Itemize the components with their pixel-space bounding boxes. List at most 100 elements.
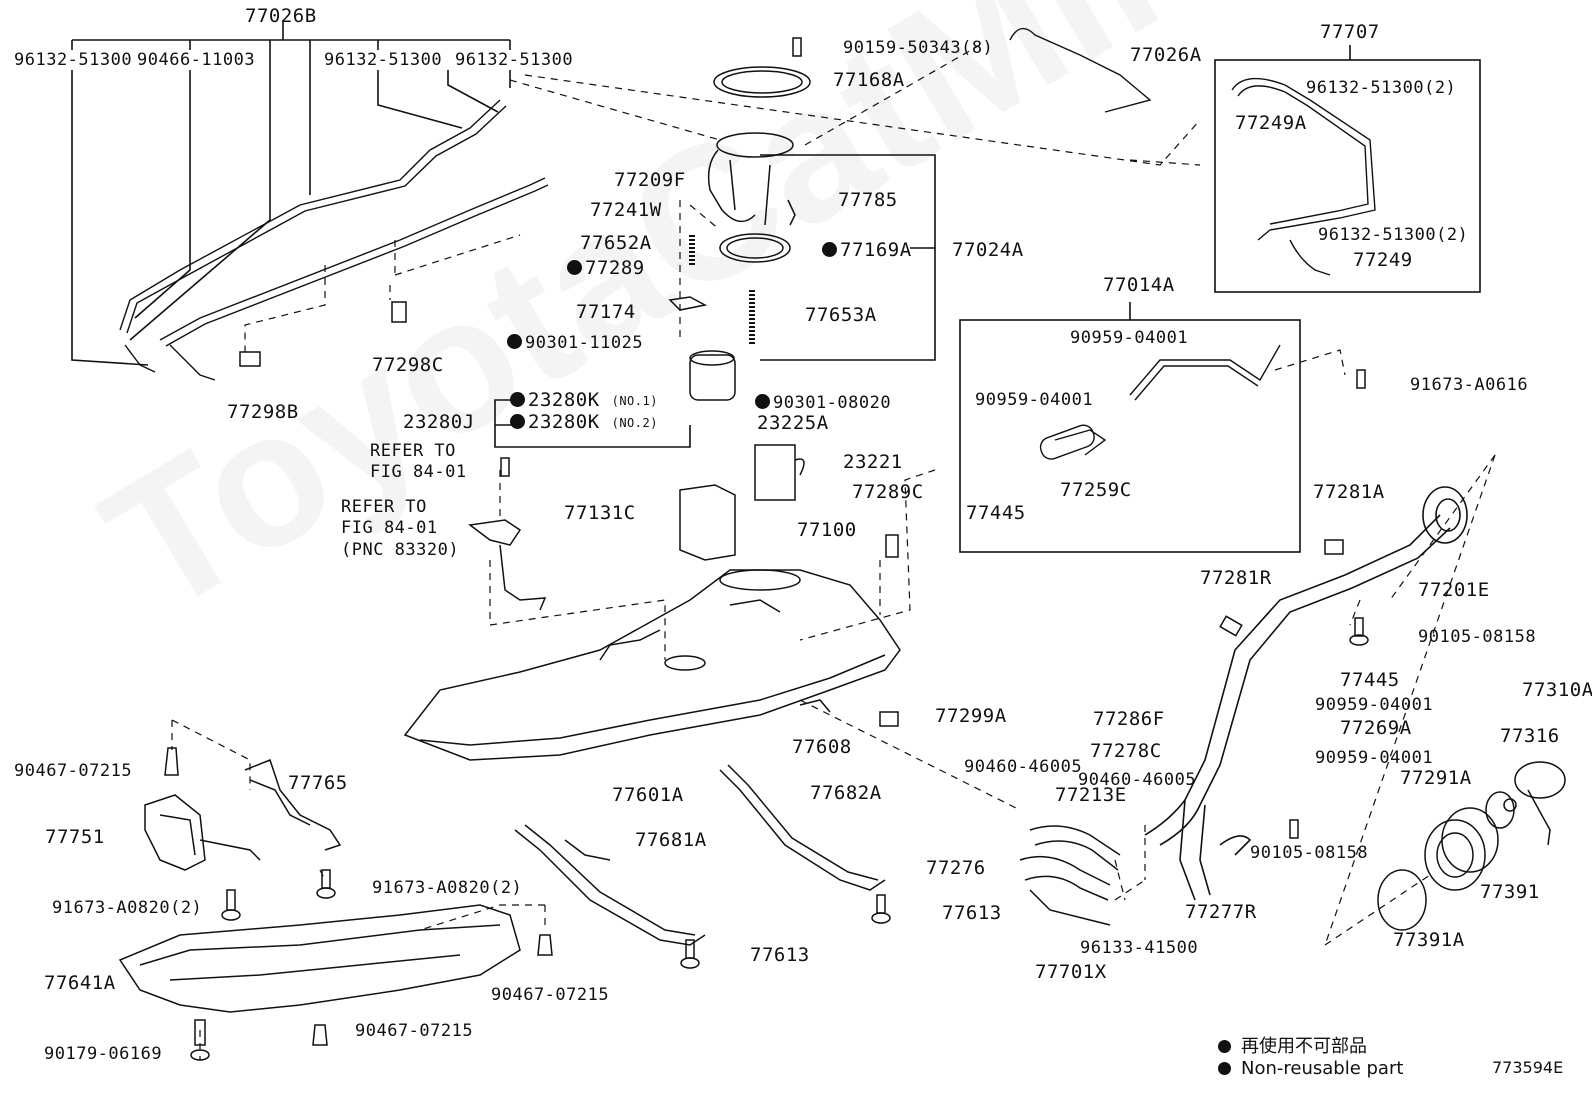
label-refer-to: REFER TO bbox=[370, 441, 456, 461]
label-91673-a0820-2: 91673-A0820(2) bbox=[372, 878, 523, 898]
figure-id: 773594E bbox=[1492, 1058, 1564, 1077]
label-90301-11025: 90301-11025 bbox=[507, 333, 643, 353]
label-77601a: 77601A bbox=[612, 784, 684, 806]
label-77701x: 77701X bbox=[1035, 961, 1107, 983]
label-77641a: 77641A bbox=[44, 972, 116, 994]
non-reusable-dot bbox=[510, 414, 525, 429]
non-reusable-dot bbox=[1218, 1062, 1231, 1075]
fuel-line-left bbox=[119, 99, 549, 381]
label-23221: 23221 bbox=[843, 451, 903, 473]
label-77026b: 77026B bbox=[245, 5, 317, 27]
label-91673-a0616: 91673-A0616 bbox=[1410, 375, 1529, 395]
non-reusable-dot bbox=[510, 392, 525, 407]
box-77707 bbox=[1214, 59, 1481, 293]
label-77213e: 77213E bbox=[1055, 784, 1127, 806]
label-77209f: 77209F bbox=[614, 169, 686, 191]
label-77310a: 77310A bbox=[1522, 679, 1592, 701]
label-90466-11003: 90466-11003 bbox=[137, 50, 256, 70]
label-90179-06169: 90179-06169 bbox=[44, 1044, 163, 1064]
label-23280k-no1: 23280K (NO.1) bbox=[510, 390, 658, 411]
label-77269a: 77269A bbox=[1340, 717, 1412, 739]
label-90460-46005: 90460-46005 bbox=[1078, 770, 1197, 790]
hose-group bbox=[1019, 825, 1121, 926]
label-77298c: 77298C bbox=[372, 354, 444, 376]
label-77391a: 77391A bbox=[1393, 929, 1465, 951]
label-90105-08158: 90105-08158 bbox=[1418, 627, 1537, 647]
label-77291a: 77291A bbox=[1400, 767, 1472, 789]
hose-77707 bbox=[1231, 77, 1376, 276]
label-23280k-no2: 23280K (NO.2) bbox=[510, 412, 658, 433]
label-77608: 77608 bbox=[792, 736, 852, 758]
label-23225a: 23225A bbox=[757, 412, 829, 434]
label-fig-84-01: FIG 84-01 bbox=[370, 462, 467, 482]
non-reusable-dot bbox=[1218, 1040, 1231, 1053]
label-77169a: 77169A bbox=[822, 240, 912, 260]
legend-en: Non-reusable part bbox=[1218, 1058, 1403, 1079]
label-90959-04001: 90959-04001 bbox=[1315, 695, 1434, 715]
label-77785: 77785 bbox=[838, 189, 898, 211]
brackets-left bbox=[144, 759, 342, 871]
label-96133-41500: 96133-41500 bbox=[1080, 938, 1199, 958]
label-96132-51300-2: 96132-51300(2) bbox=[1306, 78, 1457, 98]
label-91673-a0820-2: 91673-A0820(2) bbox=[52, 898, 203, 918]
label-23280j: 23280J bbox=[403, 411, 475, 433]
pipe-77014a bbox=[1039, 344, 1281, 460]
label-90105-08158: 90105-08158 bbox=[1250, 843, 1369, 863]
dashed-guides bbox=[171, 44, 1496, 1060]
protector-77641a bbox=[118, 904, 521, 1013]
label-90301-08020: 90301-08020 bbox=[755, 393, 891, 413]
label-fig-84-01: FIG 84-01 bbox=[341, 518, 438, 538]
label-77277r: 77277R bbox=[1185, 901, 1257, 923]
label-pnc-83320: (PNC 83320) bbox=[341, 540, 460, 560]
label-77259c: 77259C bbox=[1060, 479, 1132, 501]
label-77281a: 77281A bbox=[1313, 481, 1385, 503]
label-77249a: 77249A bbox=[1235, 112, 1307, 134]
label-77286f: 77286F bbox=[1093, 708, 1165, 730]
label-90959-04001: 90959-04001 bbox=[1070, 328, 1189, 348]
label-77751: 77751 bbox=[45, 826, 105, 848]
label-96132-51300: 96132-51300 bbox=[455, 50, 574, 70]
non-reusable-dot bbox=[507, 334, 522, 349]
label-90959-04001: 90959-04001 bbox=[1315, 748, 1434, 768]
tank-straps bbox=[514, 764, 886, 946]
label-77652a: 77652A bbox=[580, 232, 652, 254]
label-77174: 77174 bbox=[576, 301, 636, 323]
label-77298b: 77298B bbox=[227, 401, 299, 423]
filler-pipe bbox=[1144, 486, 1468, 901]
label-96132-51300-2: 96132-51300(2) bbox=[1318, 225, 1469, 245]
label-77445: 77445 bbox=[966, 502, 1026, 524]
label-77299a: 77299A bbox=[935, 705, 1007, 727]
label-77316: 77316 bbox=[1500, 725, 1560, 747]
label-77613: 77613 bbox=[750, 944, 810, 966]
label-77682a: 77682A bbox=[810, 782, 882, 804]
label-77014a: 77014A bbox=[1103, 274, 1175, 296]
label-77289c: 77289C bbox=[852, 481, 924, 503]
label-77024a: 77024A bbox=[952, 239, 1024, 261]
non-reusable-dot bbox=[755, 394, 770, 409]
label-90959-04001: 90959-04001 bbox=[975, 390, 1094, 410]
box-77024a bbox=[760, 154, 936, 361]
label-77276: 77276 bbox=[926, 857, 986, 879]
label-77100: 77100 bbox=[797, 519, 857, 541]
label-90467-07215: 90467-07215 bbox=[491, 985, 610, 1005]
label-77289: 77289 bbox=[567, 258, 645, 278]
bracket-23280j bbox=[494, 399, 691, 448]
label-77278c: 77278C bbox=[1090, 740, 1162, 762]
non-reusable-dot bbox=[822, 242, 837, 257]
label-90159-50343: 90159-50343(8) bbox=[843, 38, 994, 58]
fuel-tank bbox=[403, 569, 901, 761]
label-77681a: 77681A bbox=[635, 829, 707, 851]
fuel-pump-assembly bbox=[468, 66, 811, 611]
label-90467-07215: 90467-07215 bbox=[14, 761, 133, 781]
non-reusable-dot bbox=[567, 260, 582, 275]
label-77707: 77707 bbox=[1320, 21, 1380, 43]
bolts-clips bbox=[164, 37, 1517, 1061]
label-77613: 77613 bbox=[942, 902, 1002, 924]
label-refer-to: REFER TO bbox=[341, 497, 427, 517]
label-77026a: 77026A bbox=[1130, 44, 1202, 66]
label-77131c: 77131C bbox=[564, 502, 636, 524]
label-96132-51300: 96132-51300 bbox=[324, 50, 443, 70]
label-77391: 77391 bbox=[1480, 881, 1540, 903]
